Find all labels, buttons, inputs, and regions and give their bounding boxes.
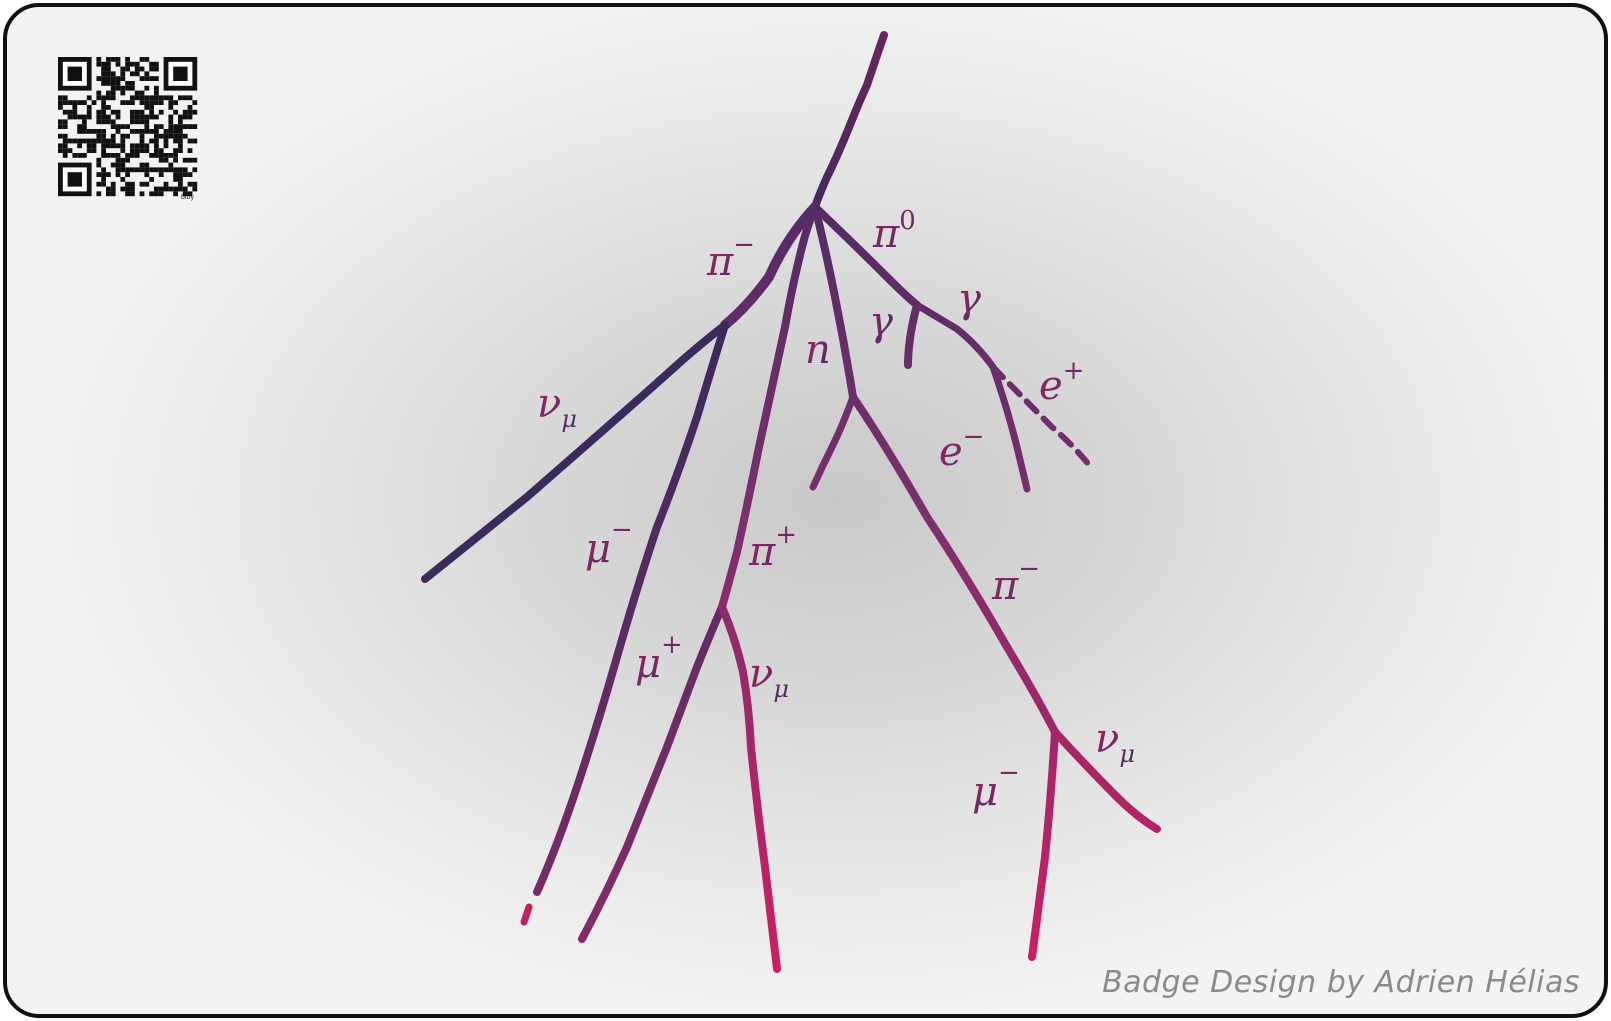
label-neutron: n bbox=[805, 327, 831, 373]
track-nu-mu-right bbox=[1051, 728, 1161, 833]
track-neutron-short bbox=[809, 393, 857, 491]
label-nu-mu-left: νμ bbox=[537, 381, 577, 433]
label-nu-mu-right: νμ bbox=[1095, 716, 1135, 768]
track-nu-mu-center bbox=[718, 603, 781, 973]
label-mu-minus-right: μ− bbox=[972, 758, 1020, 815]
track-gamma-left bbox=[904, 301, 921, 369]
label-mu-plus: μ+ bbox=[635, 630, 683, 687]
qr-caption: bitly bbox=[181, 194, 194, 201]
track-gamma-right bbox=[913, 301, 997, 371]
label-gamma-left: γ bbox=[869, 299, 893, 345]
particle-labels: π− π0 γ γ n e+ e− νμ μ− bbox=[537, 206, 1135, 815]
label-gamma-right: γ bbox=[957, 276, 981, 322]
label-electron: e− bbox=[939, 422, 984, 475]
track-primary bbox=[811, 31, 888, 211]
design-credit: Badge Design by Adrien Hélias bbox=[1102, 965, 1580, 1000]
track-mu-plus bbox=[578, 603, 726, 943]
tracks bbox=[421, 31, 1161, 973]
label-pi-plus: π+ bbox=[748, 520, 797, 575]
particle-shower-diagram: π− π0 γ γ n e+ e− νμ μ− bbox=[421, 31, 1161, 973]
track-neutron bbox=[811, 203, 857, 401]
label-pi-minus-right: π− bbox=[991, 554, 1040, 609]
track-pi-minus-right bbox=[849, 393, 1059, 736]
track-mu-minus-right bbox=[1028, 728, 1059, 961]
label-pi-minus-top: π− bbox=[706, 230, 755, 285]
label-mu-minus-left: μ− bbox=[585, 515, 633, 572]
qr-code-icon[interactable]: bitly bbox=[54, 53, 202, 201]
track-electron bbox=[989, 363, 1031, 493]
badge-card: π− π0 γ γ n e+ e− νμ μ− bbox=[3, 3, 1608, 1018]
track-positron bbox=[990, 364, 1092, 468]
track-pi-minus-top bbox=[720, 202, 820, 330]
label-pi-zero: π0 bbox=[872, 206, 916, 257]
label-positron: e+ bbox=[1039, 356, 1084, 409]
track-mu-minus-left-tail bbox=[520, 903, 533, 926]
label-nu-mu-center: νμ bbox=[749, 651, 789, 703]
track-pi-plus bbox=[718, 203, 819, 611]
track-pi-zero bbox=[811, 203, 921, 309]
track-mu-minus-left bbox=[533, 321, 729, 896]
track-nu-mu-left bbox=[421, 321, 729, 583]
